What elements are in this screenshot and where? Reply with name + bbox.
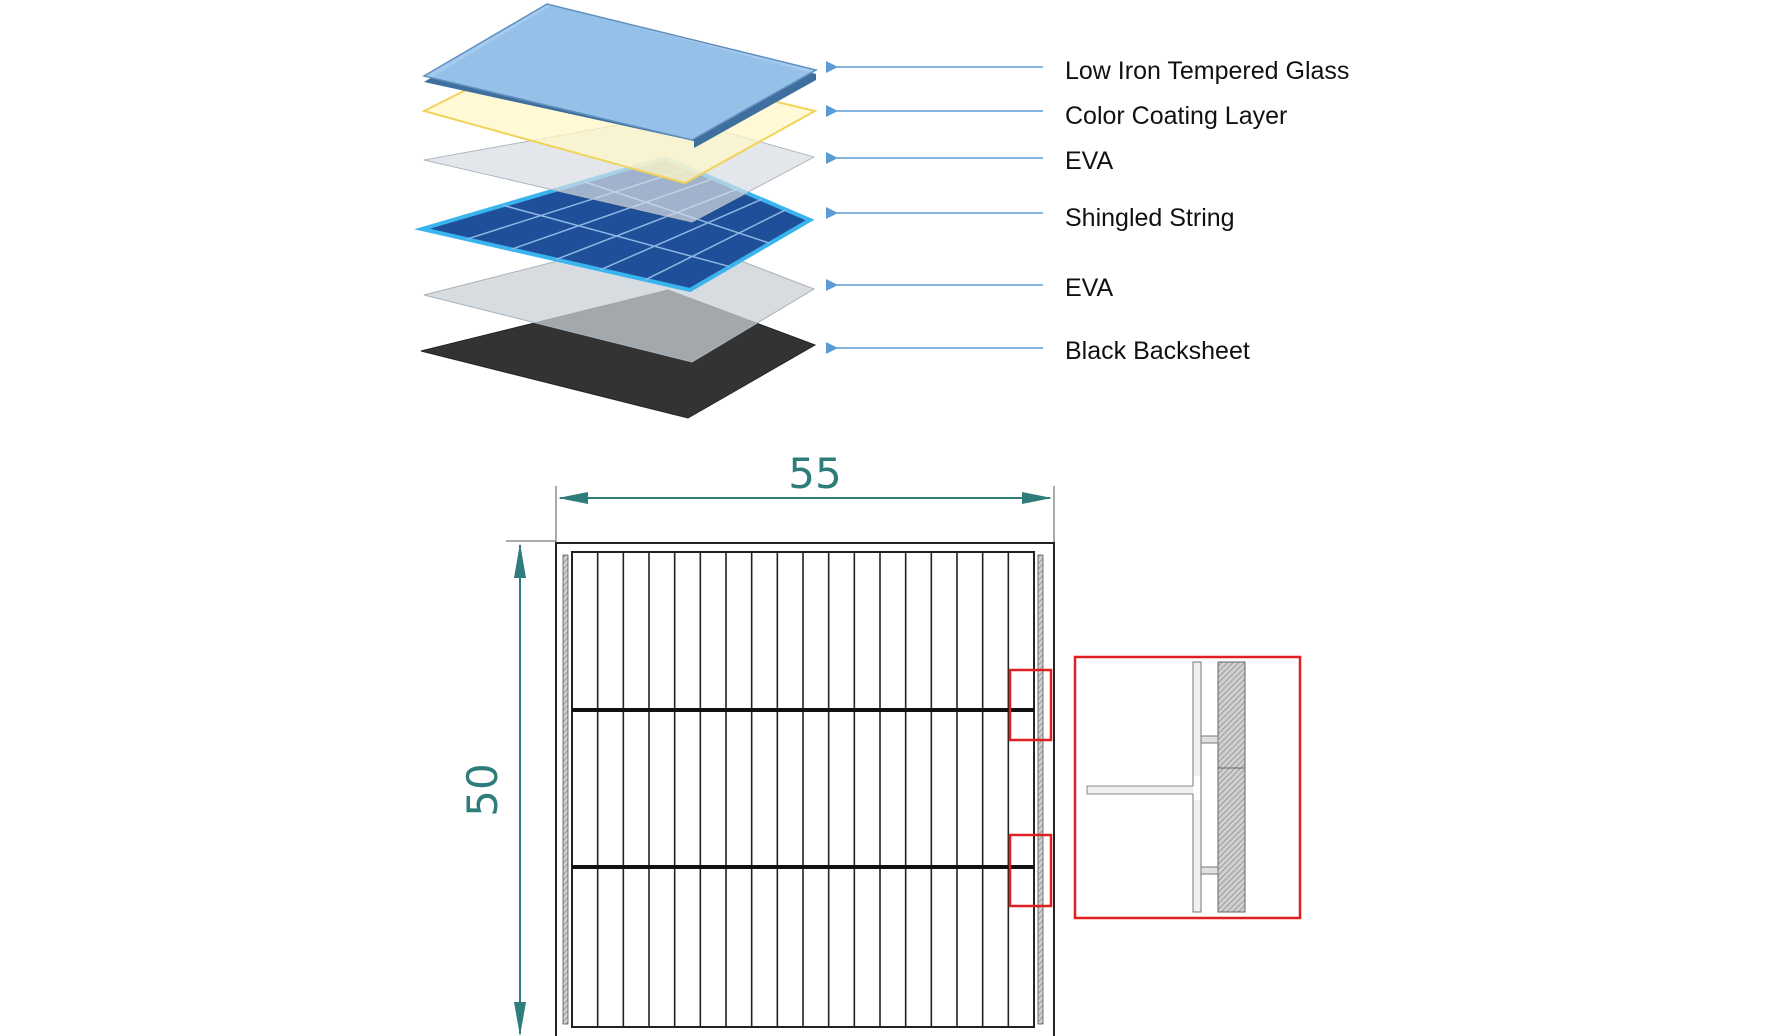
layer-label-coating: Color Coating Layer [1065, 102, 1287, 130]
callout-shingled-string: Shingled String [826, 204, 1235, 232]
width-dimension: 55 [555, 449, 1055, 545]
layer-label-glass: Low Iron Tempered Glass [1065, 57, 1349, 85]
callout-eva-bottom: EVA [826, 274, 1113, 302]
layer-callouts: Low Iron Tempered Glass Color Coating La… [826, 57, 1349, 365]
highlight-box-lower [1008, 833, 1053, 908]
width-dimension-value: 55 [788, 449, 841, 498]
exploded-layer-stack [414, 3, 819, 419]
layer-label-eva-bottom: EVA [1065, 274, 1113, 302]
layer-label-shingled-string: Shingled String [1065, 204, 1235, 232]
callout-coating: Color Coating Layer [826, 102, 1287, 130]
layer-label-eva-top: EVA [1065, 147, 1113, 175]
height-dimension-value: 50 [458, 763, 507, 816]
highlight-box-upper [1008, 668, 1053, 742]
callout-backsheet: Black Backsheet [826, 337, 1250, 365]
left-bus-bar [562, 554, 569, 1025]
callout-glass: Low Iron Tempered Glass [826, 57, 1349, 85]
callout-eva-top: EVA [826, 147, 1113, 175]
cell-columns [596, 552, 1010, 1027]
module-top-view: 55 50 [458, 449, 1055, 1036]
tempered-glass-layer [422, 3, 819, 148]
height-dimension: 50 [458, 540, 556, 1036]
cell-divider [600, 198, 762, 271]
detail-inset [1073, 655, 1302, 920]
module-frame [555, 542, 1055, 1036]
layer-label-backsheet: Black Backsheet [1065, 337, 1250, 365]
cell-divider [644, 208, 787, 281]
right-bus-bar [1037, 554, 1044, 1025]
string-divider [502, 204, 731, 268]
